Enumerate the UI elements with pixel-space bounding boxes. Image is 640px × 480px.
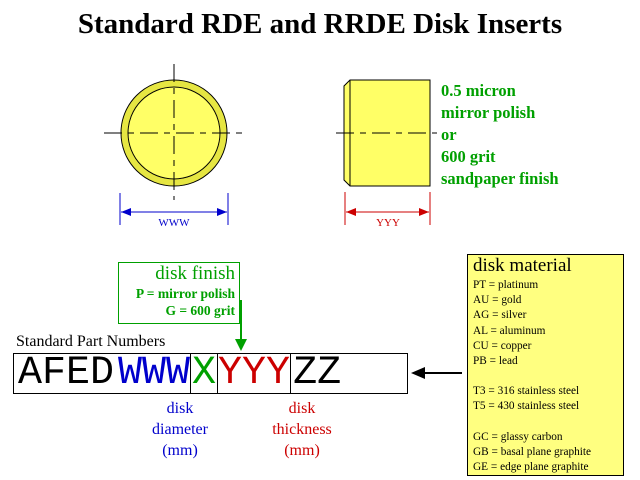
caption-line: disk	[288, 400, 316, 417]
material-item: T5 = 430 stainless steel	[473, 400, 580, 413]
diameter-dimension	[119, 193, 229, 225]
thickness-dimension	[344, 192, 431, 225]
material-arrow	[411, 367, 462, 379]
disk-material-list: PT = platinum AU = gold AG = silver AL =…	[473, 278, 591, 475]
caption-line: (mm)	[284, 442, 320, 459]
material-item: GE = edge plane graphite	[473, 461, 589, 474]
part-number-box: AFED WWW X YYY ZZ	[13, 353, 408, 394]
finish-notes: 0.5 micron mirror polish or 600 grit san…	[441, 80, 559, 190]
disk-finish-option: P = mirror polish	[135, 286, 235, 301]
part-number-label: Standard Part Numbers	[16, 333, 166, 350]
disk-material-box: disk material PT = platinum AU = gold AG…	[467, 254, 624, 476]
part-number-row: AFED WWW X YYY ZZ	[14, 351, 343, 396]
finish-note-line: 600 grit	[441, 147, 496, 166]
finish-arrow	[235, 300, 247, 351]
material-item: CU = copper	[473, 339, 532, 352]
disk-finish-heading: disk finish	[155, 263, 235, 284]
part-finish-code: X	[190, 351, 219, 396]
part-prefix: AFED	[18, 351, 115, 396]
thickness-dimension-label: YYY	[376, 217, 400, 229]
material-item: PT = platinum	[473, 279, 539, 291]
finish-note-line: or	[441, 125, 457, 144]
caption-line: diameter	[152, 421, 208, 438]
diameter-caption: disk diameter (mm)	[130, 398, 230, 461]
material-item: AL = aluminum	[473, 324, 546, 337]
page-title: Standard RDE and RRDE Disk Inserts	[77, 8, 563, 40]
thickness-caption: disk thickness (mm)	[252, 398, 352, 461]
part-thickness-code: YYY	[218, 351, 291, 396]
caption-line: (mm)	[162, 442, 198, 459]
material-item: T3 = 316 stainless steel	[473, 385, 580, 398]
finish-note-line: mirror polish	[441, 103, 536, 122]
material-item: GC = glassy carbon	[473, 430, 563, 443]
part-material-code: ZZ	[290, 354, 343, 394]
caption-line: thickness	[272, 421, 332, 438]
disk-finish-box: disk finish P = mirror polish G = 600 gr…	[118, 262, 240, 324]
disk-material-heading: disk material	[473, 255, 572, 276]
finish-note-line: sandpaper finish	[441, 169, 559, 188]
spacer	[473, 415, 591, 430]
material-item: PB = lead	[473, 355, 518, 368]
caption-line: disk	[166, 400, 194, 417]
finish-note-line: 0.5 micron	[441, 81, 516, 100]
disk-side-view	[336, 79, 437, 187]
spacer	[473, 369, 591, 384]
material-item: AU = gold	[473, 294, 522, 307]
material-item: GB = basal plane graphite	[473, 445, 592, 458]
disk-top-view	[104, 64, 243, 200]
diameter-dimension-label: WWW	[158, 217, 190, 229]
material-item: AG = silver	[473, 309, 527, 322]
part-diameter-code: WWW	[118, 351, 191, 396]
disk-finish-option: G = 600 grit	[165, 303, 235, 318]
